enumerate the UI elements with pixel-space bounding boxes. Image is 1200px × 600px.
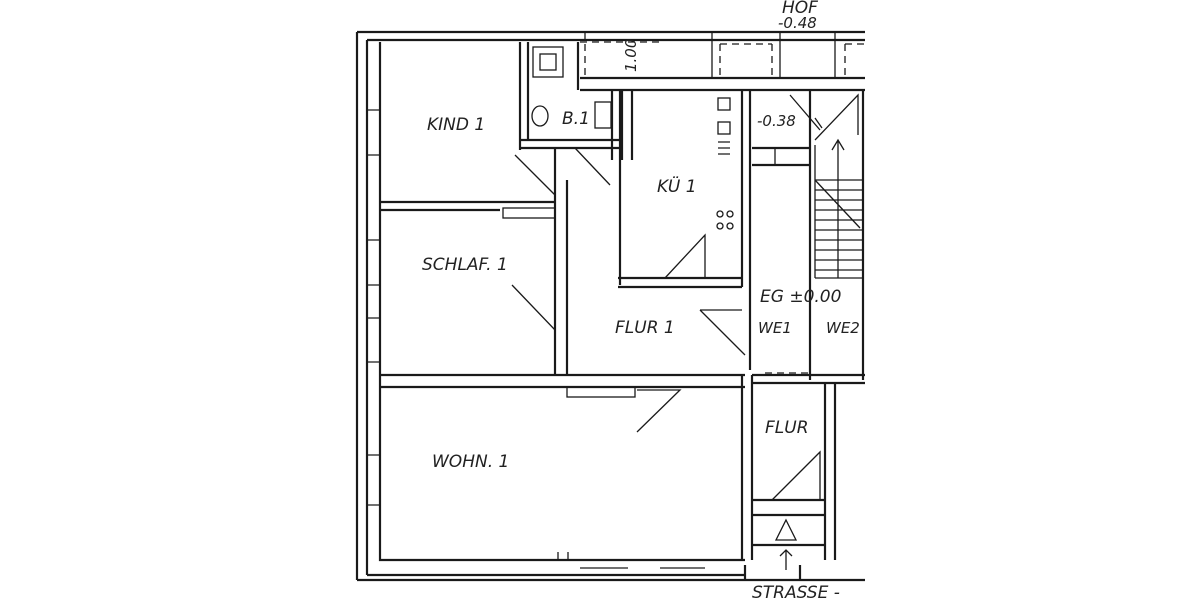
windows: [367, 32, 865, 576]
label-wohn: WOHN. 1: [432, 452, 509, 472]
shower-icon: [532, 46, 564, 78]
label-hof: HOF: [782, 0, 818, 18]
label-strasse: STRASSE -: [752, 583, 840, 600]
staircase: [789, 93, 862, 279]
sink-icon: [594, 101, 612, 129]
label-eg: EG ±0.00: [760, 287, 841, 307]
label-hof-level: -0.48: [778, 14, 817, 32]
fixtures: [531, 46, 862, 570]
entrance-arrow-icon: [774, 518, 798, 570]
stove-icon: [716, 210, 724, 218]
label-flur1: FLUR 1: [615, 318, 675, 338]
label-kitchen: KÜ 1: [657, 175, 697, 197]
cabinet-icon: [717, 97, 731, 111]
label-stair-level: -0.38: [757, 112, 796, 130]
walls: [355, 30, 865, 582]
door-swings: [511, 147, 821, 560]
label-we1: WE1: [758, 319, 792, 337]
label-schlaf: SCHLAF. 1: [422, 255, 508, 275]
label-dim-100: 1.00: [622, 39, 640, 72]
label-flur: FLUR: [765, 418, 809, 438]
hatched-wall: [502, 207, 556, 219]
hatched-wall-2: [566, 386, 636, 398]
toilet-icon: [531, 105, 549, 127]
room-labels: HOF -0.48 1.00 -0.38 KIND 1 B.1 KÜ 1 SCH…: [422, 0, 860, 600]
label-kind: KIND 1: [427, 115, 485, 135]
label-we2: WE2: [826, 319, 860, 337]
label-bath: B.1: [562, 109, 590, 129]
